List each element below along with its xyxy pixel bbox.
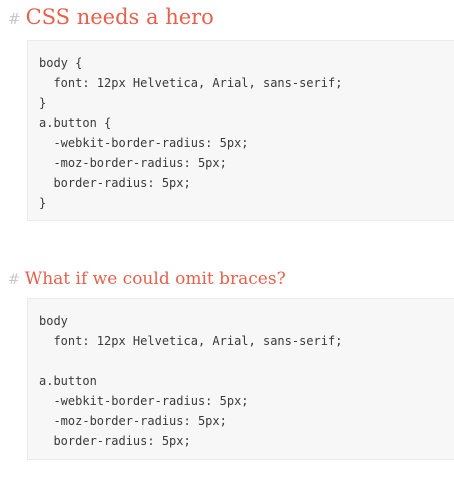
code-line: -webkit-border-radius: 5px; [39, 394, 249, 408]
section-heading: #CSS needs a hero [8, 2, 214, 34]
code-line: -moz-border-radius: 5px; [39, 414, 227, 428]
code-line: -webkit-border-radius: 5px; [39, 136, 249, 150]
code-line: border-radius: 5px; [39, 434, 191, 448]
code-block: body { font: 12px Helvetica, Arial, sans… [27, 40, 454, 221]
code-line: font: 12px Helvetica, Arial, sans-serif; [39, 76, 343, 90]
code-line: -moz-border-radius: 5px; [39, 156, 227, 170]
section-title: What if we could omit braces? [24, 269, 286, 289]
code-line: a.button [39, 374, 97, 388]
code-block: body font: 12px Helvetica, Arial, sans-s… [27, 298, 454, 460]
code-line: } [39, 196, 47, 210]
code-line: body { [39, 56, 83, 70]
section-heading: #What if we could omit braces? [8, 265, 286, 294]
section-title: CSS needs a hero [25, 5, 214, 29]
code-line: a.button { [39, 116, 112, 130]
code-line: font: 12px Helvetica, Arial, sans-serif; [39, 334, 343, 348]
anchor-hash-link[interactable]: # [8, 10, 21, 28]
code-line: } [39, 96, 47, 110]
code-line: body [39, 314, 68, 328]
code-line [39, 351, 454, 371]
code-line: border-radius: 5px; [39, 176, 191, 190]
anchor-hash-link[interactable]: # [8, 272, 20, 288]
